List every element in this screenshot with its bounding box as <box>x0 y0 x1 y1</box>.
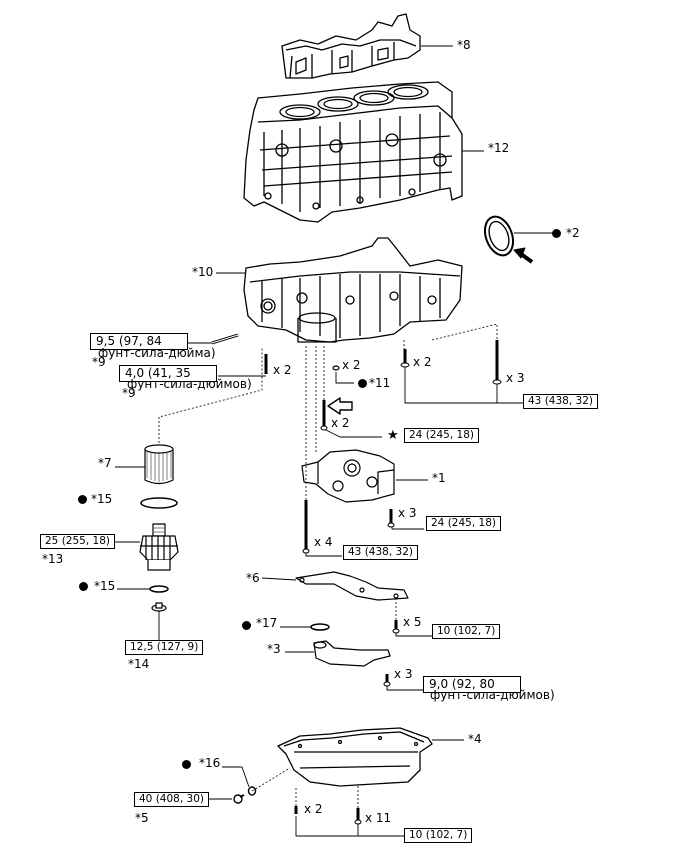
part-label-16: *16 <box>199 756 221 770</box>
stud-bolt <box>211 333 239 345</box>
part-label-12: *12 <box>488 141 510 155</box>
oil-filter-cap-part <box>139 523 179 571</box>
part-label-4: *4 <box>468 732 482 746</box>
part-label-1: *1 <box>432 471 446 485</box>
front-arrow-icon <box>327 397 353 415</box>
qty-strainer: x 3 <box>394 667 413 681</box>
non-reusable-dot-icon <box>182 760 191 769</box>
qty-pan-11: x 11 <box>365 811 392 825</box>
non-reusable-dot-icon <box>79 582 88 591</box>
part-label-9b: *9 <box>122 386 136 400</box>
qty-pump-4: x 4 <box>314 535 333 549</box>
qty-pan-2: x 2 <box>304 802 323 816</box>
part-label-15a: *15 <box>91 492 113 506</box>
part-label-15b: *15 <box>94 579 116 593</box>
non-reusable-dot-icon <box>78 495 87 504</box>
part-label-6: *6 <box>246 571 260 585</box>
torque-unit-9-5: фунт-сила-дюйма) <box>98 346 216 360</box>
torque-box-12-5: 12,5 (127, 9) <box>125 640 204 655</box>
oil-pan-part <box>277 727 433 787</box>
torque-unit-9-0: фунт-сила-дюймов) <box>430 688 555 702</box>
torque-box-9-0: 9,0 (92, 80 <box>423 676 521 693</box>
oil-seal-part <box>483 215 534 264</box>
torque-box-9-5: 9,5 (97, 84 <box>90 333 188 350</box>
qty-dowel: x 2 <box>331 416 350 430</box>
qty-plug: x 2 <box>342 358 361 372</box>
torque-box-24a: 24 (245, 18) <box>404 428 479 443</box>
torque-box-40: 40 (408, 30) <box>134 792 209 807</box>
part-label-5: *5 <box>135 811 149 825</box>
non-reusable-dot-icon <box>552 229 561 238</box>
oil-filter-element-part <box>144 444 174 485</box>
o-ring-upper <box>140 497 178 509</box>
oil-strainer-part <box>313 640 391 667</box>
torque-box-10b: 10 (102, 7) <box>404 828 473 843</box>
part-label-2: *2 <box>566 226 580 240</box>
o-ring-11 <box>332 365 340 371</box>
qty-bolt-b: x 3 <box>506 371 525 385</box>
strainer-gasket <box>310 623 330 631</box>
qty-pump-3: x 3 <box>398 506 417 520</box>
drain-plug-part <box>151 602 167 612</box>
qty-bolt-a: x 2 <box>413 355 432 369</box>
assembly-dashed-lines <box>158 323 498 808</box>
leader-lines <box>112 45 552 837</box>
part-label-14: *14 <box>128 657 150 671</box>
part-label-9a: *9 <box>92 355 106 369</box>
cylinder-block-part <box>243 81 463 223</box>
upper-cover-part <box>281 13 421 79</box>
torque-box-24b: 24 (245, 18) <box>426 516 501 531</box>
part-label-3: *3 <box>267 642 281 656</box>
torque-box-4-0: 4,0 (41, 35 <box>119 365 217 382</box>
crankcase-part <box>243 237 463 343</box>
qty-baffle: x 5 <box>403 615 422 629</box>
torque-box-43a: 43 (438, 32) <box>523 394 598 409</box>
part-label-17: *17 <box>256 616 278 630</box>
part-label-11: *11 <box>369 376 391 390</box>
part-label-13: *13 <box>42 552 64 566</box>
oil-pump-part <box>301 449 395 503</box>
torque-box-25: 25 (255, 18) <box>40 534 115 549</box>
part-label-7: *7 <box>98 456 112 470</box>
o-ring-lower <box>149 585 169 593</box>
baffle-plate-part <box>295 571 409 601</box>
part-label-8: *8 <box>457 38 471 52</box>
precoated-star-icon: ★ <box>387 428 399 443</box>
oil-pan-drain-plug <box>233 786 257 804</box>
part-label-10: *10 <box>192 265 214 279</box>
non-reusable-dot-icon <box>358 379 367 388</box>
torque-box-43b: 43 (438, 32) <box>343 545 418 560</box>
torque-box-10a: 10 (102, 7) <box>432 624 501 639</box>
torque-unit-4-0: фунт-сила-дюймов) <box>127 377 252 391</box>
qty-stud: x 2 <box>273 363 292 377</box>
non-reusable-dot-icon <box>242 621 251 630</box>
